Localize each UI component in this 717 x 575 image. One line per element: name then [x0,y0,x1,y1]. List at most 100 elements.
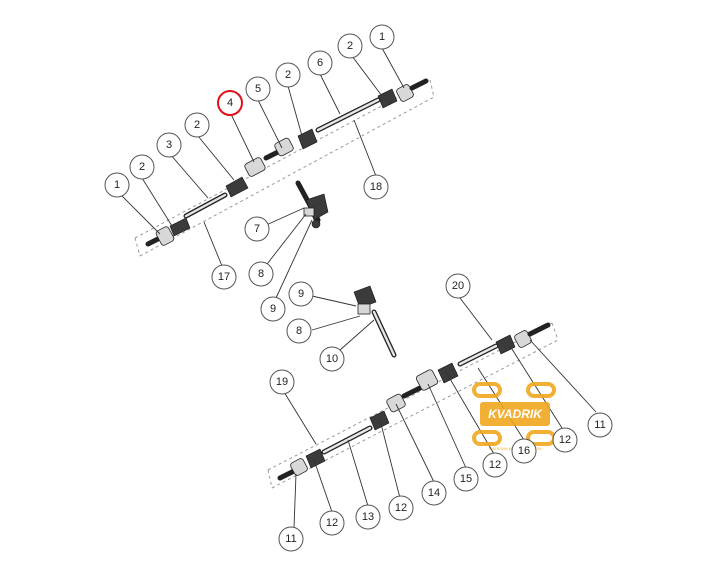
callout-3: 3 [156,132,182,158]
lower-boot-right [495,334,516,355]
boot-center-right [297,128,318,150]
boot-left [169,217,191,237]
upper-axis-line-bottom [139,96,435,257]
svg-text:12: 12 [559,434,571,446]
svg-text:2: 2 [285,69,291,81]
svg-text:8: 8 [258,268,264,280]
lower-axis-end-left [267,469,273,489]
leader-19 [283,391,317,445]
callout-1a: 1 [369,24,395,50]
callout-12a: 12 [552,427,578,453]
callout-13: 13 [355,504,381,530]
upper-right-axle-shaft-core [316,98,380,132]
callout-8b: 8 [286,318,312,344]
callout-7: 7 [244,216,270,242]
svg-text:4: 4 [227,97,233,109]
upper-left-axle-shaft-core [184,193,227,218]
leader-2c [287,85,303,137]
callout-5: 5 [245,76,271,102]
lower-outer-cv-left [290,458,308,476]
lower-inner-cv-part-14 [386,393,406,413]
leader-6 [319,73,341,115]
lower-left-axle-shaft-core [322,426,372,454]
leader-9b [311,295,357,307]
upper-axle-assembly [134,78,435,257]
leader-8a [263,213,307,269]
seal-upper [311,219,321,229]
leader-11b [293,473,297,529]
svg-text:17: 17 [218,271,230,283]
svg-text:15: 15 [460,473,472,485]
leader-8b [311,315,361,331]
lower-pinion-assembly [353,285,397,358]
lower-axis-end-right [551,322,559,341]
pinion-shaft-lower-core [372,310,396,357]
left-stub-shaft [145,235,163,247]
leader-2a [351,55,383,97]
svg-text:18: 18 [370,181,382,193]
right-stub-shaft [409,78,429,91]
center-pinion-assembly [295,180,329,229]
leader-1a [381,47,405,89]
leader-9a [275,219,313,299]
svg-text:12: 12 [395,502,407,514]
leader-12d [313,459,333,513]
callout-9a: 9 [260,296,286,322]
leader-14 [395,403,435,483]
callout-1b: 1 [104,172,130,198]
leader-15 [427,383,467,469]
leader-12a [509,345,563,429]
callout-6: 6 [307,50,333,76]
callout-labels: 1 2 2 6 2 5 4 2 3 2 1 18 7 8 9 17 9 8 10… [104,24,613,552]
svg-text:20: 20 [452,280,464,292]
lower-boot-center-right [437,362,459,384]
leader-2e [141,177,173,227]
callout-2b: 2 [275,62,301,88]
lower-spline-shaft [401,385,423,399]
svg-text:9: 9 [270,303,276,315]
boot-center-left [225,176,249,198]
callout-11b: 11 [278,526,304,552]
watermark-left-wheels [472,382,502,446]
callout-9b: 9 [288,281,314,307]
callout-14: 14 [421,480,447,506]
svg-text:3: 3 [166,139,172,151]
lower-boot-center-left [369,410,390,431]
inner-cv-joint-part-4 [244,157,266,177]
leader-11a [529,339,597,413]
svg-text:19: 19 [276,376,288,388]
callout-16: 16 [511,438,537,464]
lower-coupling-part-15 [415,369,439,391]
bearing-lower [357,303,371,315]
bearing-upper [303,207,315,217]
watermark-plate [480,402,550,426]
leader-2d [197,135,235,181]
svg-text:7: 7 [254,223,260,235]
callout-8a: 8 [248,261,274,287]
callout-2a: 2 [337,33,363,59]
svg-text:1: 1 [114,179,120,191]
leader-1b [119,193,161,235]
svg-text:5: 5 [255,83,261,95]
leader-12c [379,419,401,499]
callout-15: 15 [453,466,479,492]
svg-text:2: 2 [194,119,200,131]
lower-right-axle-shaft-core [458,344,498,366]
svg-text:2: 2 [347,40,353,52]
callout-18: 18 [363,174,389,200]
outer-cv-joint-left [155,226,175,246]
svg-text:11: 11 [285,533,296,545]
svg-text:12: 12 [326,517,338,529]
callout-19: 19 [269,369,295,395]
callout-12b: 12 [482,452,508,478]
svg-text:10: 10 [326,353,338,365]
callout-17: 17 [211,264,237,290]
callout-12d: 12 [319,510,345,536]
upper-axis-line-top [134,79,431,239]
leader-10 [339,319,375,351]
svg-text:9: 9 [298,288,304,300]
svg-text:14: 14 [428,487,440,499]
callout-2e: 2 [129,154,155,180]
callout-10: 10 [319,346,345,372]
leader-5 [257,99,283,149]
